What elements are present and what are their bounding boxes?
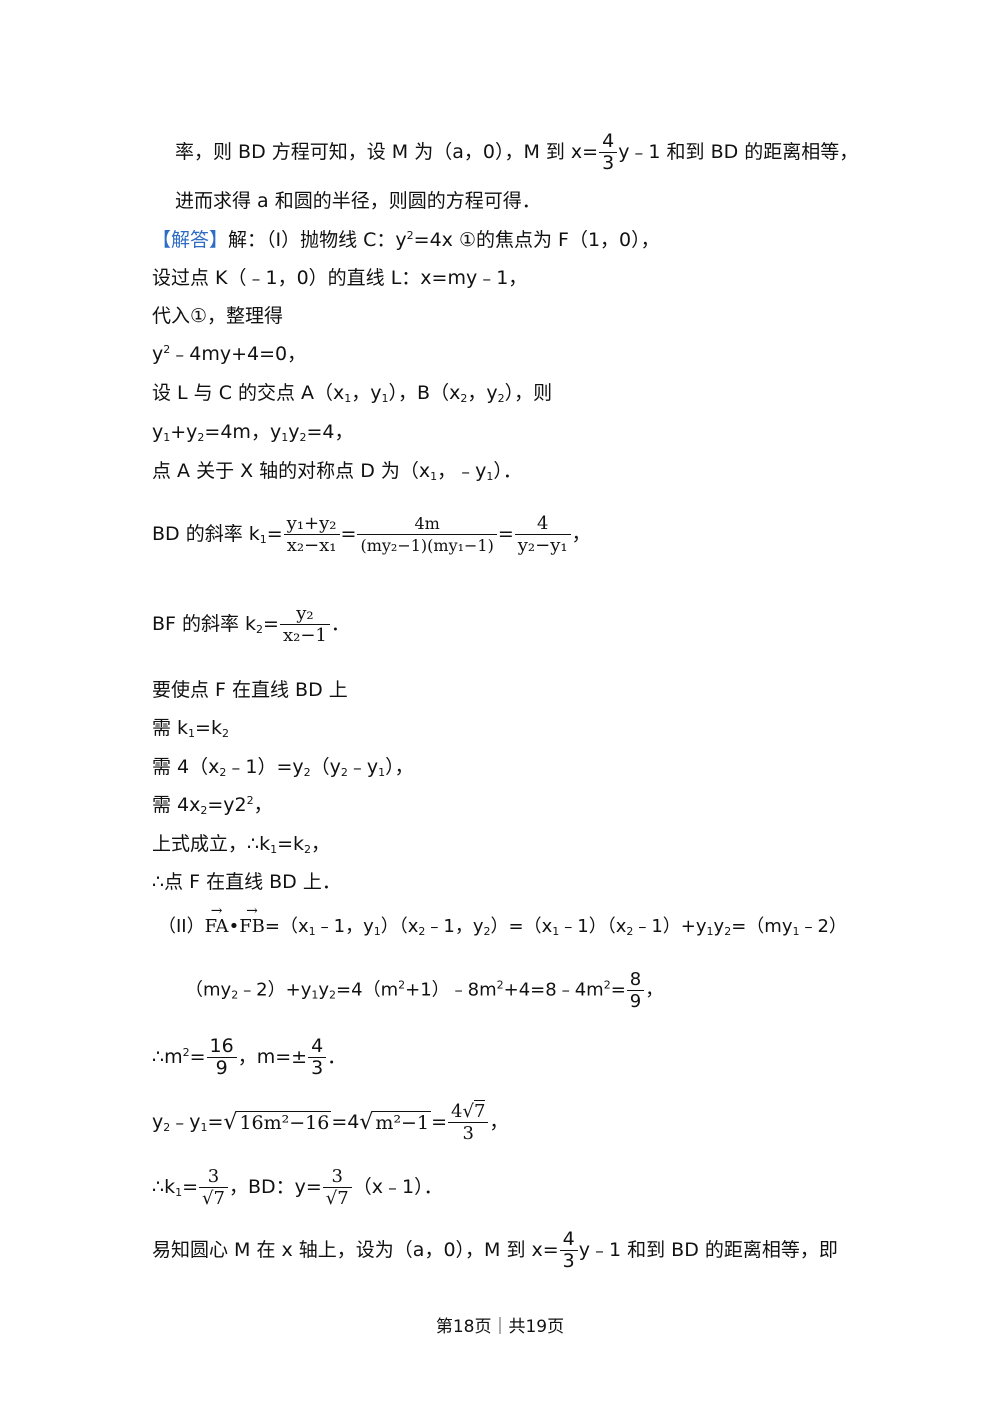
solution-tag: 【解答】	[152, 229, 229, 251]
text-line-15: 需 4x2=y22，	[152, 794, 273, 817]
text-line-12: 要使点 F 在直线 BD 上	[152, 679, 348, 701]
text-line-3: 【解答】解：（I）抛物线 C：y2=4x ①的焦点为 F（1，0），	[152, 229, 660, 251]
page-footer: 第18页｜共19页	[435, 1317, 565, 1337]
text-line-2: 进而求得 a 和圆的半径，则圆的方程可得．	[175, 190, 541, 212]
fraction-3-sqrt7-a: 3√7	[199, 1166, 228, 1209]
text-line-4: 设过点 K（﹣1，0）的直线 L：x=my﹣1，	[152, 267, 528, 289]
text-line-14: 需 4（x2﹣1）=y2（y2﹣y1），	[152, 756, 414, 779]
text-line-16: 上式成立，∴k1=k2，	[152, 833, 331, 856]
text-line-13: 需 k1=k2	[152, 717, 229, 740]
fraction-slope-bd-2: 4m(my₂−1)(my₁−1)	[357, 513, 497, 556]
text-line-9: 点 A 关于 X 轴的对称点 D 为（x1，﹣y1）．	[152, 460, 522, 483]
sqrt-16m2-16: √16m²−16	[223, 1110, 332, 1135]
text-line-7: 设 L 与 C 的交点 A（x1，y1），B（x2，y2），则	[152, 382, 553, 405]
text-line-5: 代入①，整理得	[152, 305, 284, 327]
vector-fa: FA	[205, 898, 229, 940]
text-line-22: ∴k1=3√7，BD：y=3√7（x﹣1）．	[152, 1166, 443, 1209]
fraction-3-sqrt7-b: 3√7	[322, 1166, 352, 1209]
text-line-6: y2﹣4my+4=0，	[152, 343, 307, 365]
text-line-17: ∴点 F 在直线 BD 上．	[152, 871, 341, 893]
text-line-18: （II）FA•FB=（x1﹣1，y1）（x2﹣1，y2）=（x1﹣1）（x2﹣1…	[158, 898, 847, 940]
vector-fb: FB	[239, 898, 265, 940]
text-line-8: y1+y2=4m，y1y2=4，	[152, 421, 354, 444]
sqrt-m2-1: √m²−1	[359, 1110, 432, 1135]
